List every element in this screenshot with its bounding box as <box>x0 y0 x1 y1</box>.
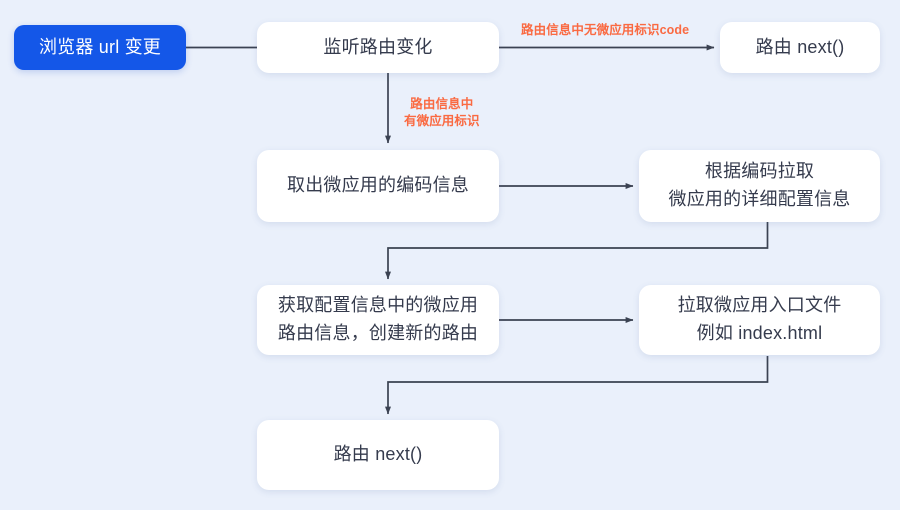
node-fetch-entry-file[interactable]: 拉取微应用入口文件 例如 index.html <box>639 285 880 355</box>
node-label: 取出微应用的编码信息 <box>287 175 469 196</box>
node-label: 根据编码拉取 微应用的详细配置信息 <box>668 161 851 209</box>
edge-label-no-micro-app-code: 路由信息中无微应用标识code <box>521 23 690 37</box>
node-label: 路由 next() <box>333 444 423 465</box>
node-extract-micro-app-code[interactable]: 取出微应用的编码信息 <box>257 150 499 222</box>
node-label: 获取配置信息中的微应用 路由信息，创建新的路由 <box>277 295 479 343</box>
node-route-next-bottom[interactable]: 路由 next() <box>257 420 499 490</box>
node-label: 拉取微应用入口文件 例如 index.html <box>677 295 842 343</box>
node-route-next-top[interactable]: 路由 next() <box>720 22 880 73</box>
node-create-new-route[interactable]: 获取配置信息中的微应用 路由信息，创建新的路由 <box>257 285 499 355</box>
node-label: 路由 next() <box>755 36 845 57</box>
edge-label-has-micro-app-code: 路由信息中 有微应用标识 <box>404 97 480 128</box>
node-label: 监听路由变化 <box>323 36 433 57</box>
node-listen-route-change[interactable]: 监听路由变化 <box>257 22 499 73</box>
edge-fetch-config-to-new-route <box>385 222 769 280</box>
node-browser-url-change[interactable]: 浏览器 url 变更 <box>14 25 186 70</box>
edge-entry-to-next-bottom <box>385 356 769 415</box>
node-label: 浏览器 url 变更 <box>38 36 161 57</box>
node-fetch-micro-app-config[interactable]: 根据编码拉取 微应用的详细配置信息 <box>639 150 880 222</box>
